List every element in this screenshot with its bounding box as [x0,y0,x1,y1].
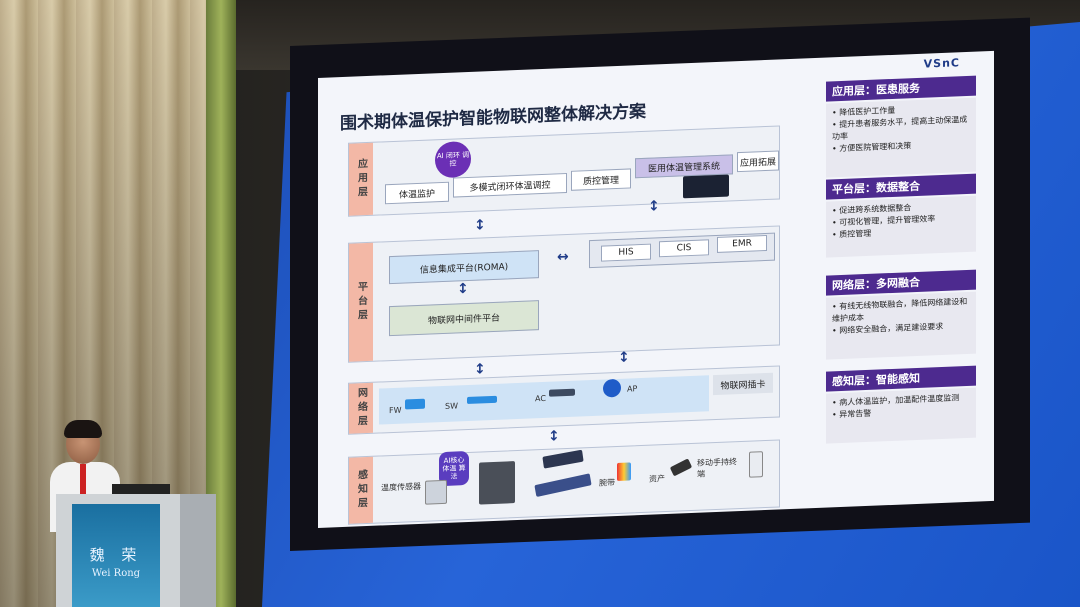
podium-display: 魏 荣 Wei Rong [72,504,160,607]
warming-device-icon [479,461,515,505]
layer-tag-network: 网络层 [349,382,373,434]
asset-label: 资产 [649,474,665,484]
asset-tag-icon [669,458,693,477]
handheld-terminal-icon [749,451,763,478]
iot-card: 物联网插卡 [713,372,773,396]
app-item: 应用拓展 [737,150,779,173]
panel-body-application: 降低医护工作量 提升患者服务水平，提高主动保温成功率 方便医院管理和决策 [826,97,976,178]
layer-tag-sensing: 感知层 [349,456,373,524]
wristband-icon [617,462,631,481]
arrow-icon: ↕ [618,349,630,366]
layer-tag-platform: 平台层 [349,242,373,362]
laptop [112,484,170,496]
arrow-icon: ↕ [474,217,486,234]
wristband-label: 腕带 [599,478,615,488]
app-item: 多模式闭环体温调控 [453,172,567,198]
arrow-icon: ↕ [474,361,486,378]
monitor-screenshot [683,174,729,199]
system-emr: EMR [717,234,767,253]
arrow-icon: ↕ [457,280,469,298]
panel-body-platform: 促进跨系统数据整合 可视化管理，提升管理效率 质控管理 [826,195,976,258]
app-item: 质控管理 [571,168,631,191]
arrow-icon: ↕ [548,428,560,445]
podium-side [180,494,216,607]
mobile-terminal-label: 移动手持终端 [697,457,737,479]
platform-layer: 平台层 信息集成平台(ROMA) 物联网中间件平台 ↔ HIS CIS EMR … [348,225,780,363]
warming-blanket-icon [542,449,584,469]
integration-platform: 信息集成平台(ROMA) [389,250,539,285]
system-his: HIS [601,243,651,262]
network-ap: AP [627,384,638,394]
application-layer: 应用层 AI 闭环 调控 体温监护 多模式闭环体温调控 质控管理 医用体温管理系… [348,125,780,217]
ai-closed-loop-badge: AI 闭环 调控 [435,140,471,179]
app-item: 体温监护 [385,181,449,205]
arrow-icon: ↔ [557,248,569,266]
sensor-device-icon [425,479,447,505]
sensing-layer: 感知层 AI核心 体温 算法 温度传感器 腕带 资产 移动手持终端 [348,439,780,525]
panel-body-network: 有线无线物联融合，降低网络建设和维护成本 网络安全融合，满足建设要求 [826,291,976,360]
slide-title: 围术期体温保护智能物联网整体解决方案 [340,101,646,135]
system-cis: CIS [659,239,709,258]
network-layer: 网络层 FW SW AC AP 物联网插卡 [348,365,780,435]
speaker-name-en: Wei Rong [91,568,141,579]
lanyard [80,464,86,500]
access-controller-icon [549,388,575,397]
panel-body-sensing: 病人体温监护，加温配件温度监测 异常告警 [826,387,976,444]
warming-pad-icon [534,473,592,497]
arrow-icon: ↕ [648,198,660,215]
presentation-slide: VSnC 围术期体温保护智能物联网整体解决方案 应用层 AI 闭环 调控 体温监… [318,50,994,529]
network-sw: SW [445,401,458,411]
firewall-icon [405,398,425,410]
company-logo: VSnC [923,56,960,71]
network-ac: AC [535,393,546,404]
temperature-sensor-label: 温度传感器 [381,481,421,493]
network-fw: FW [389,405,402,416]
speaker-name-cn: 魏 荣 [89,546,143,564]
switch-icon [467,395,497,405]
presenter-hair [64,420,102,438]
layer-tag-application: 应用层 [349,142,373,216]
iot-middleware: 物联网中间件平台 [389,300,539,337]
